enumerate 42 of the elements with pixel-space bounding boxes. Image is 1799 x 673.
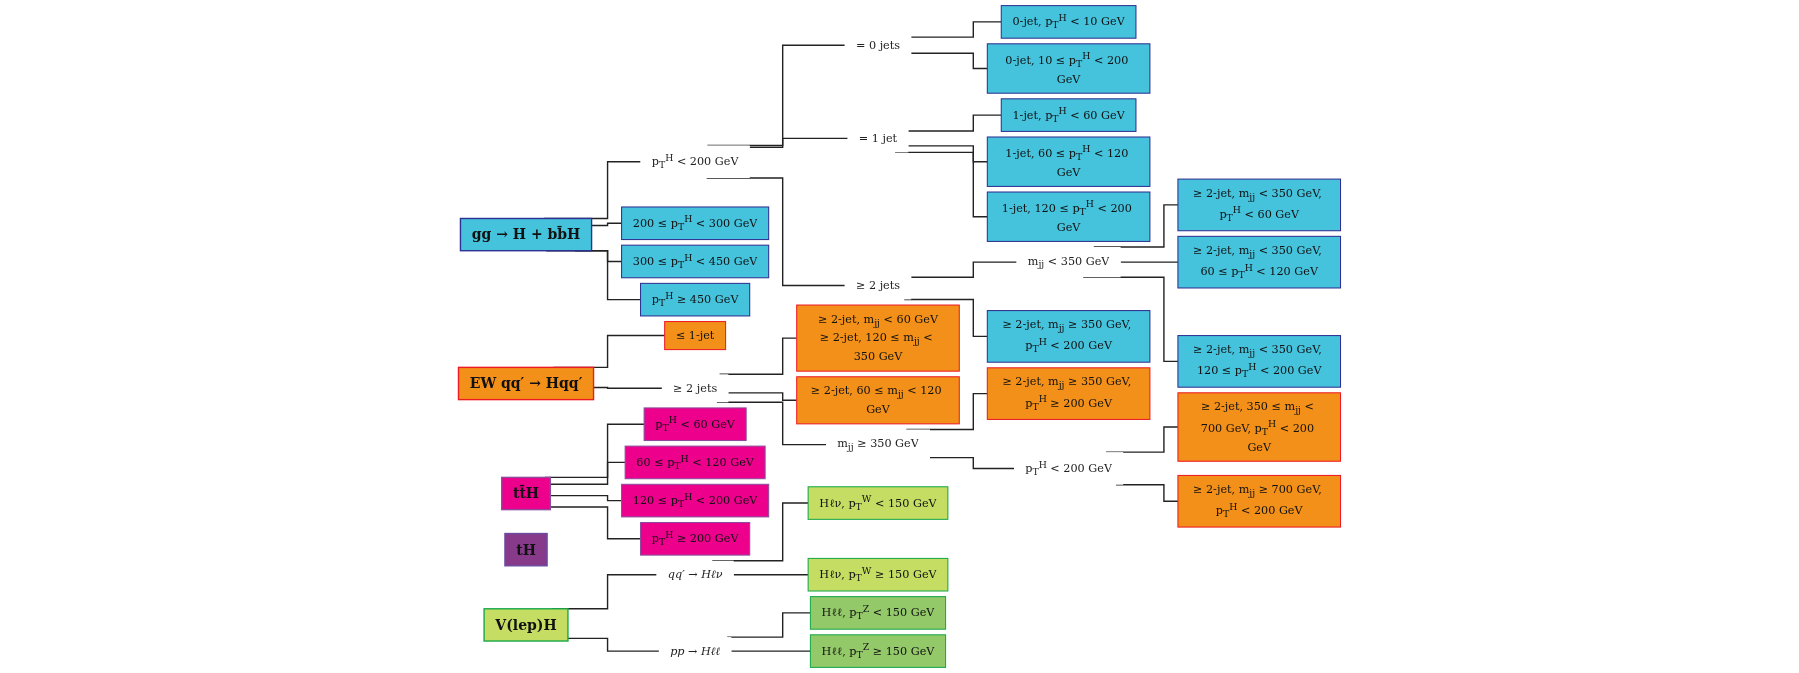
connector bbox=[907, 114, 1002, 132]
node-box: 0-jet, p$_{T}$$^{H}$ < 10 GeV bbox=[1000, 5, 1137, 39]
node-box: 60 ≤ p$_{T}$$^{H}$ < 120 GeV bbox=[624, 445, 766, 480]
node-box: ≥ 2-jet, m$_{jj}$ < 350 GeV, 60 ≤ p$_{T}$$^{H}$ < 120 GeV bbox=[1177, 235, 1342, 289]
connector bbox=[567, 637, 660, 652]
node-box: Hℓν, p$_{T}$$^{W}$ < 150 GeV bbox=[807, 486, 949, 520]
node-box: ≥ 2-jet, m$_{jj}$ < 60 GeV ≥ 2-jet, 120 ≤ m$_{jj}$ < 350 GeV bbox=[796, 304, 960, 372]
connector bbox=[910, 261, 1018, 278]
node-box: p$_{T}$$^{H}$ ≥ 200 GeV bbox=[640, 522, 751, 556]
node-box: ≥ 2-jet, 60 ≤ m$_{jj}$ < 120 GeV bbox=[796, 376, 960, 425]
node-box: Hℓν, p$_{T}$$^{W}$ ≥ 150 GeV bbox=[807, 557, 949, 592]
node-box: ≥ 2-jet, m$_{jj}$ < 350 GeV, 120 ≤ p$_{T}$$^{H}$ < 200 GeV bbox=[1177, 335, 1342, 388]
node-box: EW qq′ → Hqq′ bbox=[457, 366, 595, 401]
node-box: gg → H + bb̄H bbox=[459, 217, 593, 252]
node-box: V(lep)H bbox=[483, 608, 569, 642]
connector bbox=[929, 456, 1015, 470]
node-box: ≥ 2-jet, m$_{jj}$ ≥ 350 GeV, p$_{T}$$^{H}$ ≥ 200 GeV bbox=[986, 367, 1151, 420]
node-box: ≥ 2-jet, m$_{jj}$ < 350 GeV, p$_{T}$$^{H}$ < 60 GeV bbox=[1177, 178, 1342, 232]
node-text: pp → Hℓℓ bbox=[670, 644, 721, 658]
node-box: Hℓℓ, p$_{T}$$^{Z}$ < 150 GeV bbox=[809, 596, 947, 630]
node-box: 120 ≤ p$_{T}$$^{H}$ < 200 GeV bbox=[621, 483, 770, 518]
node-box: tH bbox=[504, 532, 548, 567]
node-box: ≤ 1-jet bbox=[664, 321, 727, 351]
node-box: 0-jet, 10 ≤ p$_{T}$$^{H}$ < 200 GeV bbox=[986, 43, 1151, 94]
node-box: 1-jet, 120 ≤ p$_{T}$$^{H}$ < 200 GeV bbox=[986, 191, 1151, 242]
node-box: tt̄H bbox=[501, 476, 552, 511]
node-box: 300 ≤ p$_{T}$$^{H}$ < 450 GeV bbox=[621, 244, 770, 279]
node-box: ≥ 2-jet, m$_{jj}$ ≥ 700 GeV, p$_{T}$$^{H}$ < 200 GeV bbox=[1177, 474, 1342, 528]
node-text: = 0 jets bbox=[855, 38, 901, 52]
node-box: 1-jet, 60 ≤ p$_{T}$$^{H}$ < 120 GeV bbox=[986, 136, 1151, 187]
node-box: ≥ 2-jet, 350 ≤ m$_{jj}$ < 700 GeV, p$_{T}$$^{H}$ < 200 GeV bbox=[1177, 392, 1342, 462]
node-text: ≥ 2 jets bbox=[855, 278, 901, 292]
node-box: Hℓℓ, p$_{T}$$^{Z}$ ≥ 150 GeV bbox=[809, 634, 947, 668]
node-box: ≥ 2-jet, m$_{jj}$ ≥ 350 GeV, p$_{T}$$^{H}$ < 200 GeV bbox=[986, 310, 1151, 363]
node-box: p$_{T}$$^{H}$ < 60 GeV bbox=[643, 407, 747, 442]
node-box: 200 ≤ p$_{T}$$^{H}$ < 300 GeV bbox=[621, 206, 770, 241]
connector bbox=[910, 21, 1002, 38]
node-text: p$_{T}$$^{H}$ < 200 GeV bbox=[1025, 459, 1112, 478]
node-box: 1-jet, p$_{T}$$^{H}$ < 60 GeV bbox=[1000, 98, 1137, 132]
node-box: p$_{T}$$^{H}$ ≥ 450 GeV bbox=[640, 282, 751, 317]
connector bbox=[733, 574, 809, 576]
connector bbox=[749, 137, 849, 148]
